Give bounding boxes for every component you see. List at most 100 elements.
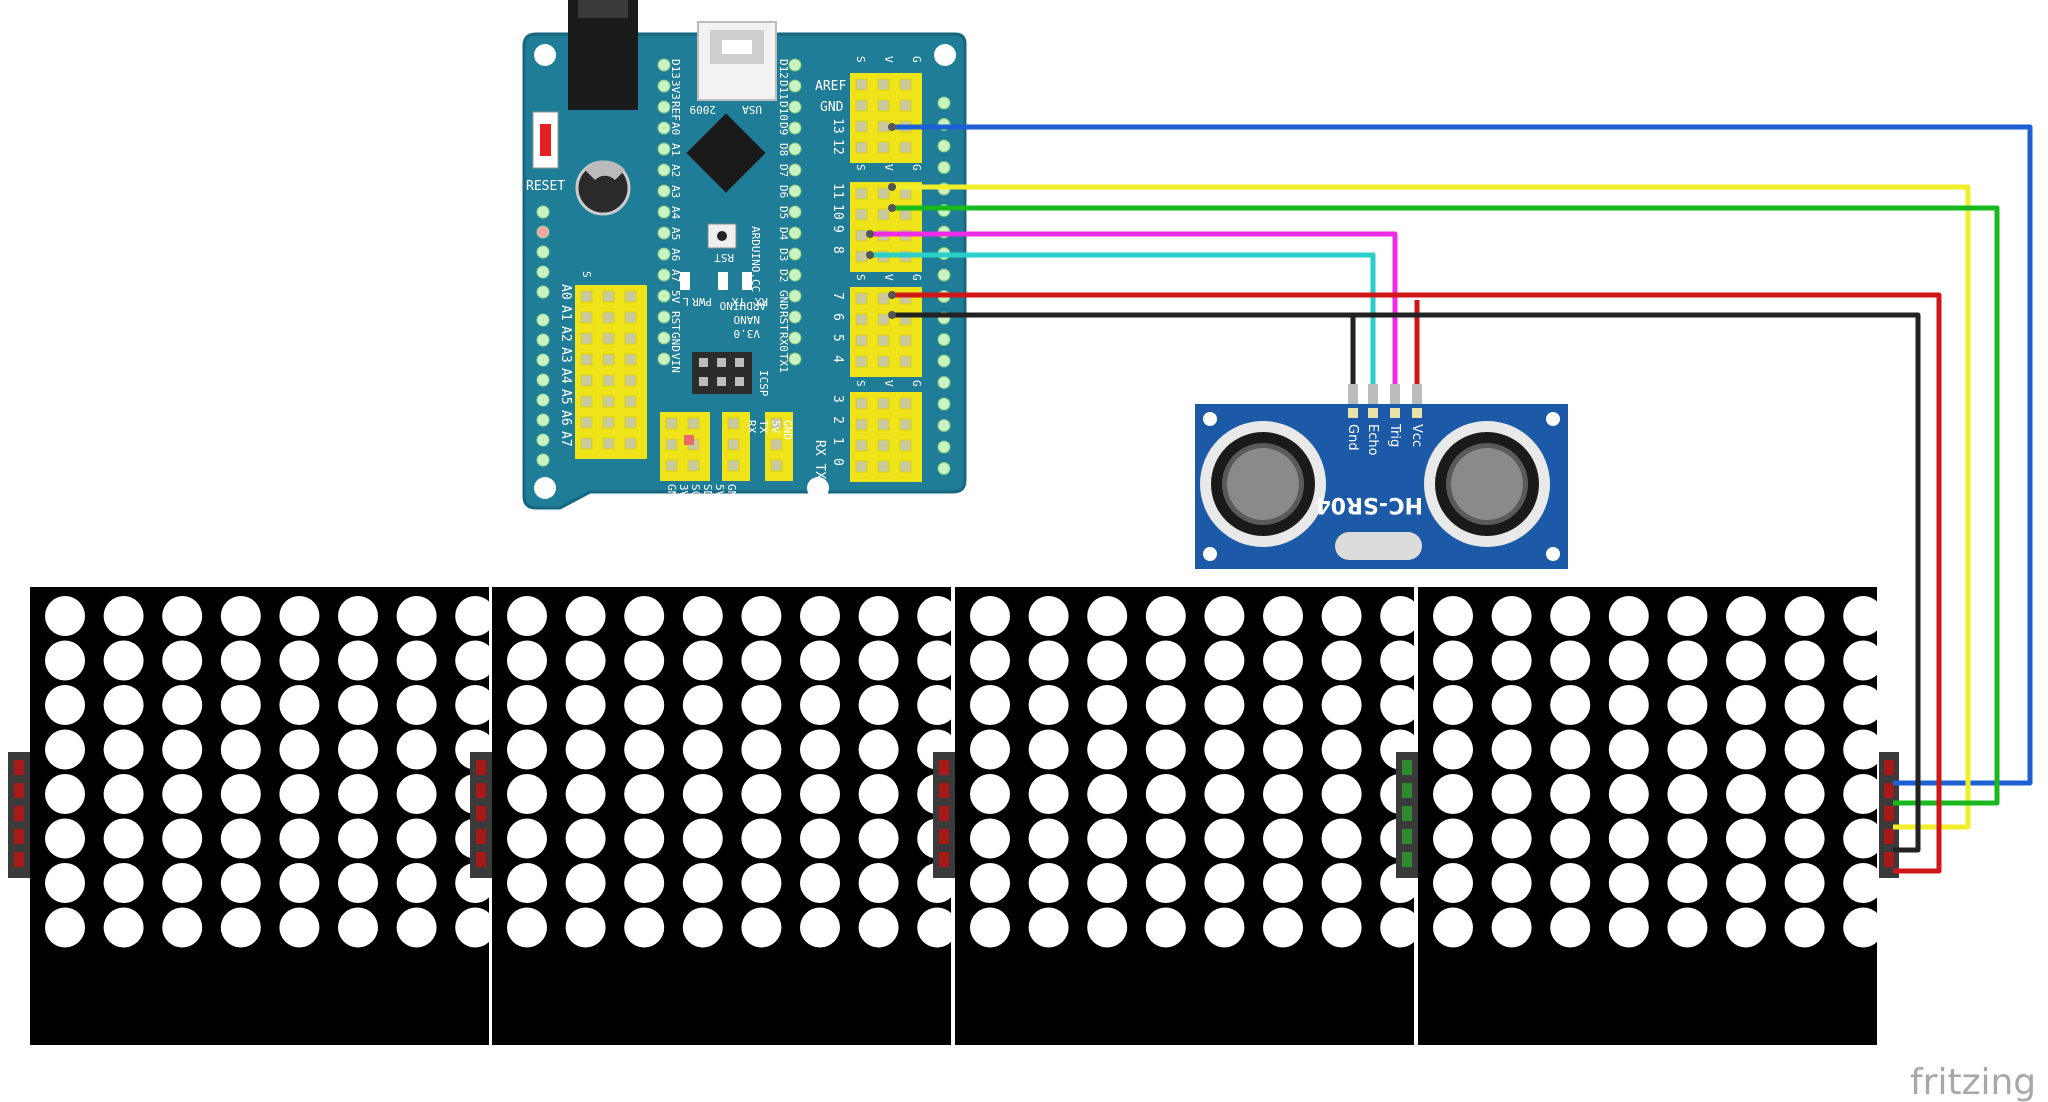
connector-pin	[1884, 783, 1894, 798]
sensor-pin	[1368, 384, 1378, 404]
header-pin	[855, 208, 868, 221]
connector-pin	[1884, 806, 1894, 821]
matrix-led	[45, 596, 85, 636]
edge-pin	[937, 397, 951, 411]
edge-pin	[937, 96, 951, 110]
header-pin	[899, 187, 912, 200]
matrix-led	[1726, 863, 1766, 903]
digital-pin-label: 1	[830, 437, 845, 445]
header-pin	[855, 397, 868, 410]
matrix-led	[279, 774, 320, 814]
matrix-led	[917, 596, 958, 636]
matrix-led	[103, 729, 144, 770]
matrix-led	[396, 907, 437, 948]
matrix-led	[1263, 729, 1303, 770]
matrix-led	[338, 596, 378, 636]
header-d13-d12	[850, 73, 922, 163]
matrix-led	[1667, 596, 1708, 636]
matrix-led	[1321, 640, 1362, 681]
matrix-led	[1726, 685, 1766, 725]
matrix-led	[338, 729, 378, 770]
matrix-module	[933, 587, 1421, 1045]
header-pin	[624, 353, 637, 366]
matrix-led	[1843, 818, 1884, 859]
indicator-led	[536, 313, 550, 327]
analog-pin-label: A5	[558, 389, 573, 405]
matrix-led	[1667, 640, 1708, 681]
matrix-led	[624, 685, 665, 725]
matrix-led	[1380, 596, 1421, 636]
matrix-led	[1204, 685, 1245, 725]
connector-pin	[1884, 760, 1894, 775]
header-pin	[877, 141, 890, 154]
sensor-pad	[1368, 408, 1378, 418]
matrix-led	[507, 818, 547, 859]
header-pin	[727, 438, 740, 451]
matrix-led	[1321, 818, 1362, 859]
matrix-led	[1784, 774, 1825, 814]
header-pin	[580, 353, 593, 366]
matrix-led	[1263, 685, 1303, 725]
matrix-led	[1726, 640, 1766, 681]
matrix-led	[1726, 818, 1766, 859]
sensor-pad	[1390, 408, 1400, 418]
magenta-wire	[870, 231, 1398, 384]
nano-led-label: RX	[754, 295, 768, 308]
header-pin	[899, 460, 912, 473]
matrix-led	[1028, 863, 1069, 903]
header-pin	[855, 141, 868, 154]
matrix-led	[1491, 640, 1532, 681]
header-pin	[855, 99, 868, 112]
bottom-pin-label: GND	[665, 484, 678, 504]
icsp-label: ICSP	[757, 370, 770, 397]
matrix-led	[220, 774, 261, 814]
matrix-led	[1784, 596, 1825, 636]
header-pin	[624, 290, 637, 303]
matrix-led	[1204, 729, 1245, 770]
matrix-led	[396, 685, 437, 725]
header-pin	[855, 334, 868, 347]
matrix-led	[1028, 596, 1069, 636]
matrix-led	[1843, 863, 1884, 903]
matrix-led	[1321, 774, 1362, 814]
svg-col-label: S	[854, 164, 867, 171]
matrix-led	[45, 685, 85, 725]
header-pin	[580, 416, 593, 429]
svg-col-label: S	[580, 271, 593, 278]
header-pin	[624, 416, 637, 429]
matrix-led	[162, 729, 203, 770]
matrix-led	[338, 640, 378, 681]
matrix-led	[45, 729, 85, 770]
connector-pin	[476, 806, 486, 821]
nano-led-label: L	[682, 295, 689, 308]
matrix-led	[1784, 907, 1825, 948]
matrix-led	[1087, 640, 1128, 681]
matrix-led	[565, 818, 606, 859]
matrix-led	[682, 863, 723, 903]
header-pin	[624, 374, 637, 387]
matrix-led	[103, 863, 144, 903]
sensor-pin-label: Trig	[1387, 423, 1402, 447]
matrix-led	[970, 640, 1010, 681]
matrix-module	[8, 587, 496, 1045]
connector-pin	[14, 829, 24, 844]
matrix-led	[565, 907, 606, 948]
brand-label: ARDUINO.CC	[749, 226, 762, 292]
icsp-pin	[717, 377, 726, 386]
matrix-led	[507, 596, 547, 636]
analog-pin-label: A6	[558, 410, 573, 426]
wire-endpoint	[888, 311, 896, 319]
model-sub-label: NANO	[734, 313, 761, 326]
header-pin	[687, 459, 700, 472]
indicator-led	[536, 333, 550, 347]
gnd-label: GND	[820, 100, 844, 115]
header-pin	[580, 395, 593, 408]
header-pin	[602, 353, 615, 366]
header-pin	[687, 417, 700, 430]
connector-pin	[476, 852, 486, 867]
matrix-led	[103, 818, 144, 859]
matrix-led	[741, 596, 782, 636]
matrix-led	[1028, 774, 1069, 814]
